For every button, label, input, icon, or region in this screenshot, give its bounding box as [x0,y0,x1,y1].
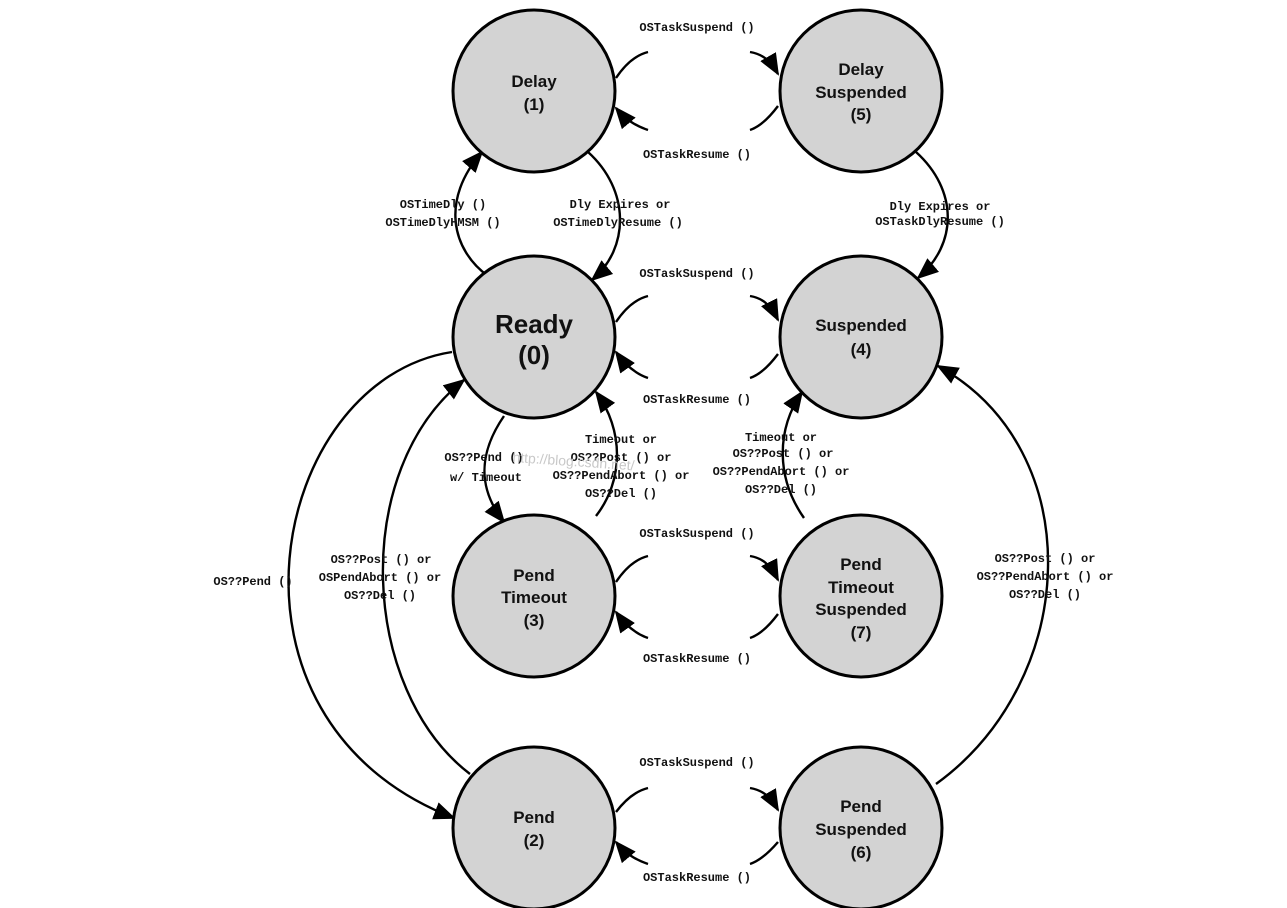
svg-text:Delay(1): Delay (1) [511,72,557,114]
label-suspend-row3: OSTaskSuspend () [639,527,754,541]
state-pend-suspended-line1: Pend [840,797,882,816]
edge-pendsuspended-to-suspended [935,364,1050,785]
edge-ready-to-pend [287,350,456,820]
edge-delaysuspended-to-delay [616,106,779,132]
label-resume-row3: OSTaskResume () [643,652,751,666]
label-ready-to-delay: OSTimeDly ()OSTimeDlyHMSM () [385,198,500,230]
edge-ptsuspended-to-suspended [781,390,805,519]
edge-ready-to-suspended [615,294,778,322]
edge-ready-to-pendtimeout [483,415,506,524]
edge-suspended-to-ready [616,352,779,380]
svg-text:Suspended(4): Suspended (4) [815,316,907,359]
state-ready: Ready(0) [451,254,617,420]
edge-ptsuspended-to-pendtimeout [616,612,779,640]
edge-pendtimeout-to-ready [594,390,619,517]
state-pend-suspended-line2: Suspended [815,820,907,839]
state-delay-suspended-line2: Suspended [815,83,907,102]
label-resume-row2: OSTaskResume () [643,393,751,407]
state-delay-suspended-line1: Delay [838,60,884,79]
state-suspended-line1: Suspended [815,316,907,335]
state-suspended-line2: (4) [851,340,872,359]
state-delay-line1: Delay [511,72,557,91]
state-pend-timeout-line3: (3) [524,611,545,630]
edge-delaysuspended-to-suspended [915,151,949,280]
state-pend-timeout-line1: Pend [513,566,555,585]
state-pend-timeout-suspended-line3: Suspended [815,600,907,619]
label-ready-to-pendtimeout: OS??Pend ()w/ Timeout [444,451,523,485]
label-suspend-row1: OSTaskSuspend () [639,21,754,35]
edge-pend-to-pendsuspended [615,786,778,812]
edge-pendtimeout-to-ptsuspended [615,554,778,582]
label-resume-row4: OSTaskResume () [643,871,751,885]
state-delay: Delay (1) [451,8,617,174]
state-delay-suspended-line3: (5) [851,105,872,124]
state-pend-suspended-line3: (6) [851,843,872,862]
state-pend: Pend (2) [451,745,617,908]
edge-delay-to-delaysuspended [615,50,778,78]
svg-text:Pend(2): Pend (2) [513,808,555,850]
state-ready-line1: Ready [495,309,574,339]
state-pend-timeout-line2: Timeout [501,588,567,607]
edge-delay-to-ready [587,151,622,282]
label-resume-row1: OSTaskResume () [643,148,751,162]
edge-pend-to-ready [381,378,471,775]
label-suspend-row2: OSTaskSuspend () [639,267,754,281]
state-pend-line1: Pend [513,808,555,827]
state-ready-line2: (0) [518,340,550,370]
state-delay-line2: (1) [524,95,545,114]
state-pend-timeout-suspended-line4: (7) [851,623,872,642]
state-pend-line2: (2) [524,831,545,850]
label-ready-to-pend: OS??Pend () [213,575,292,589]
edge-pendsuspended-to-pend [616,842,779,866]
edge-ready-to-delay [454,150,489,277]
label-suspend-row4: OSTaskSuspend () [639,756,754,770]
state-pend-timeout-suspended-line1: Pend [840,555,882,574]
svg-text:Ready(0): Ready(0) [495,309,574,370]
state-pend-timeout-suspended-line2: Timeout [828,578,894,597]
state-suspended: Suspended (4) [778,254,944,420]
